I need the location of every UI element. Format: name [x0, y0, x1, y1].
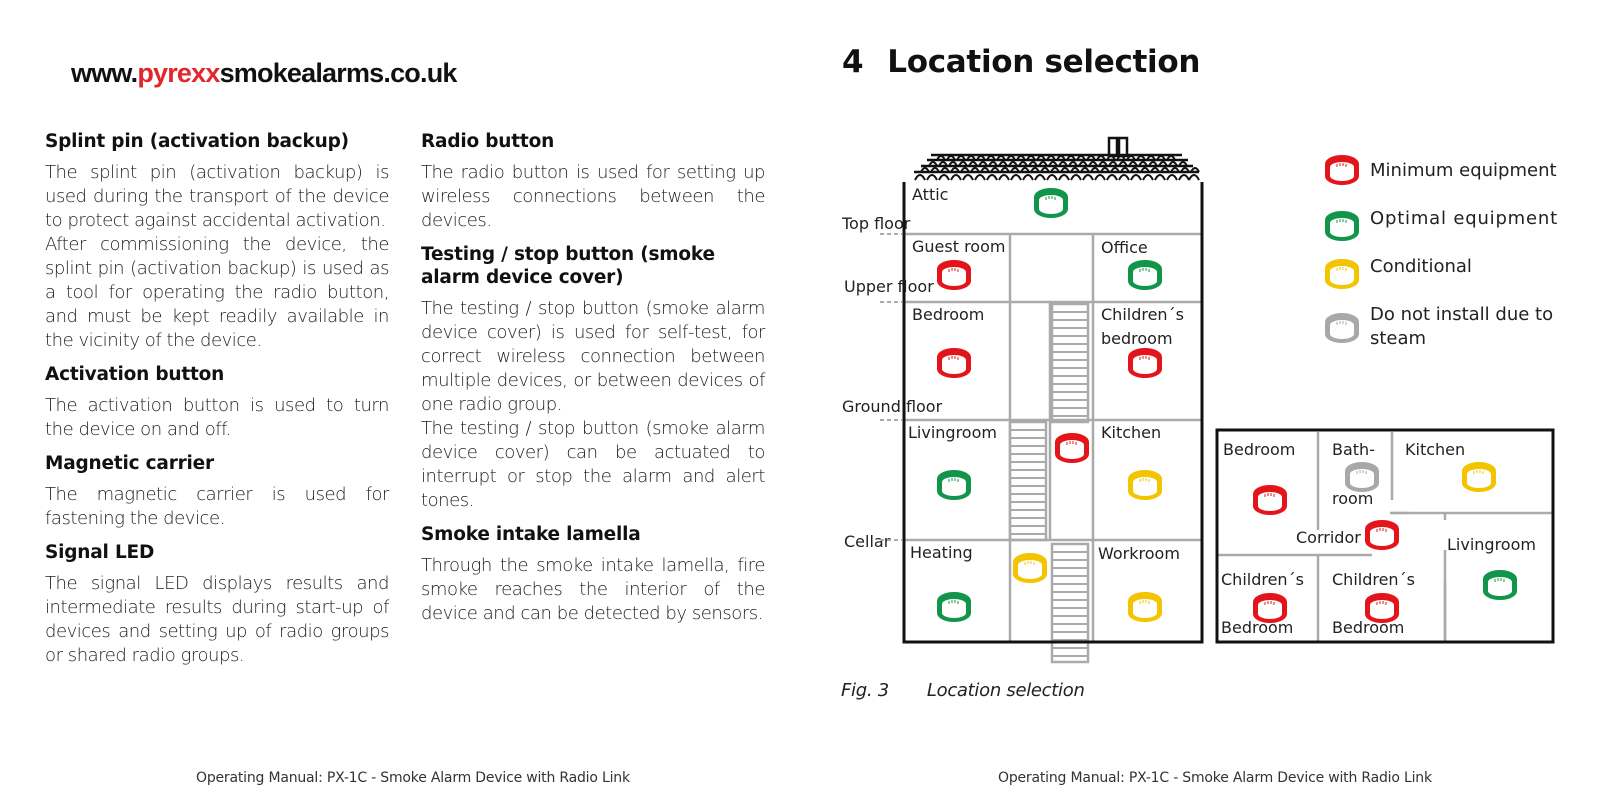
heading-smoke-intake-lamella: Smoke intake lamella [421, 524, 641, 545]
legend-icon-conditional [1324, 258, 1360, 290]
section-number: 4 [842, 44, 864, 80]
alarm-livingroom-optimal [936, 469, 972, 501]
heading-signal-led: Signal LED [45, 542, 155, 563]
alarm-office-optimal [1127, 259, 1163, 291]
house-roof [914, 136, 1200, 181]
section-title: 4 Location selection [842, 44, 1200, 80]
paragraph: The activation button is used to turn th… [45, 395, 389, 440]
url-brand: pyrexx [137, 58, 220, 88]
legend-label-minimum: Minimum equipment [1370, 160, 1557, 181]
legend-icon-optimal [1324, 210, 1360, 242]
alarm-apt-corridor-minimum [1364, 519, 1400, 551]
alarm-kitchen-conditional [1127, 469, 1163, 501]
left-text-column: Splint pin (activation backup) The splin… [45, 130, 389, 678]
legend-label-optimal: Optimal equipment [1370, 208, 1558, 229]
floor-label-upper: Upper floor [844, 277, 934, 296]
room-label-bedroom: Bedroom [912, 305, 984, 324]
paragraph: After commissioning the device, the spli… [45, 234, 389, 351]
floor-label-top: Top floor [841, 214, 911, 233]
paragraph: The radio button is used for setting up … [421, 162, 765, 231]
legend: Minimum equipment Optimal equipment Cond… [1324, 154, 1558, 349]
room-label-heating: Heating [910, 543, 973, 562]
alarm-guest-room-minimum [936, 259, 972, 291]
heading-magnetic-carrier: Magnetic carrier [45, 453, 214, 474]
floor-label-cellar: Cellar [844, 532, 891, 551]
alarm-stairwell-minimum [1054, 432, 1090, 464]
heading-activation-button: Activation button [45, 364, 225, 385]
room-label-kitchen: Kitchen [1101, 423, 1161, 442]
apartment-label-bedroom: Bedroom [1223, 440, 1295, 459]
legend-icon-no-install [1324, 312, 1360, 344]
heading-radio-button: Radio button [421, 131, 555, 152]
alarm-heating-optimal [936, 591, 972, 623]
alarm-apt-bedroom-minimum [1252, 484, 1288, 516]
footer-left: Operating Manual: PX-1C - Smoke Alarm De… [196, 770, 630, 786]
alarm-apt-livingroom-optimal [1482, 569, 1518, 601]
floor-label-ground: Ground floor [842, 397, 943, 416]
alarm-apt-kitchen-conditional [1461, 461, 1497, 493]
footer-right: Operating Manual: PX-1C - Smoke Alarm De… [998, 770, 1432, 786]
alarm-cellar-stairs-conditional [1012, 552, 1048, 584]
paragraph: The splint pin (activation backup) is us… [45, 162, 389, 231]
alarm-apt-bathroom-no-install [1344, 461, 1380, 493]
paragraph: The signal LED displays results and inte… [45, 573, 389, 666]
paragraph: The testing / stop button (smoke alarm d… [421, 418, 765, 511]
legend-icon-minimum [1324, 154, 1360, 186]
heading-testing-stop-button: Testing / stop button (smoke alarm devic… [421, 244, 715, 288]
room-label-guest-room: Guest room [912, 237, 1005, 256]
legend-label-conditional: Conditional [1370, 256, 1472, 277]
alarm-apt-childrens-bedroom-2-minimum [1364, 592, 1400, 624]
paragraph: The magnetic carrier is used for fasteni… [45, 484, 389, 529]
figure-caption: Fig. 3 Location selection [841, 680, 1085, 701]
alarm-attic-optimal [1033, 187, 1069, 219]
apartment-floor-plan: Bedroom Bath-room Kitchen Corridor Livin… [1215, 428, 1555, 644]
alarm-childrens-bedroom-minimum [1127, 347, 1163, 379]
room-label-attic: Attic [912, 185, 948, 204]
paragraph: The testing / stop button (smoke alarm d… [421, 298, 765, 415]
apartment-label-bathroom: Bath-room [1332, 440, 1375, 508]
section-title-text: Location selection [887, 44, 1201, 80]
alarm-apt-childrens-bedroom-1-minimum [1252, 592, 1288, 624]
middle-text-column: Radio button The radio button is used fo… [421, 130, 765, 636]
house-room-labels: Attic Guest room Office Bedroom Children… [908, 185, 1184, 563]
apartment-label-corridor: Corridor [1296, 528, 1361, 547]
room-label-workroom: Workroom [1098, 544, 1180, 563]
room-label-office: Office [1101, 238, 1148, 257]
alarm-workroom-conditional [1127, 591, 1163, 623]
room-label-livingroom: Livingroom [908, 423, 997, 442]
website-url: www.pyrexxsmokealarms.co.uk [71, 58, 457, 89]
url-prefix: www. [71, 58, 138, 88]
figure-number: Fig. 3 [841, 680, 889, 701]
apartment-label-livingroom: Livingroom [1447, 535, 1536, 554]
figure-caption-text: Location selection [926, 680, 1085, 701]
heading-splint-pin: Splint pin (activation backup) [45, 131, 349, 152]
paragraph: Through the smoke intake lamella, fire s… [421, 555, 765, 624]
floor-labels: Top floor Upper floor Ground floor Cella… [841, 214, 943, 551]
house-outline [902, 182, 1204, 644]
alarm-bedroom-minimum [936, 347, 972, 379]
apartment-label-kitchen: Kitchen [1405, 440, 1465, 459]
floor-level-markers [880, 233, 902, 541]
url-suffix: smokealarms.co.uk [219, 58, 458, 88]
